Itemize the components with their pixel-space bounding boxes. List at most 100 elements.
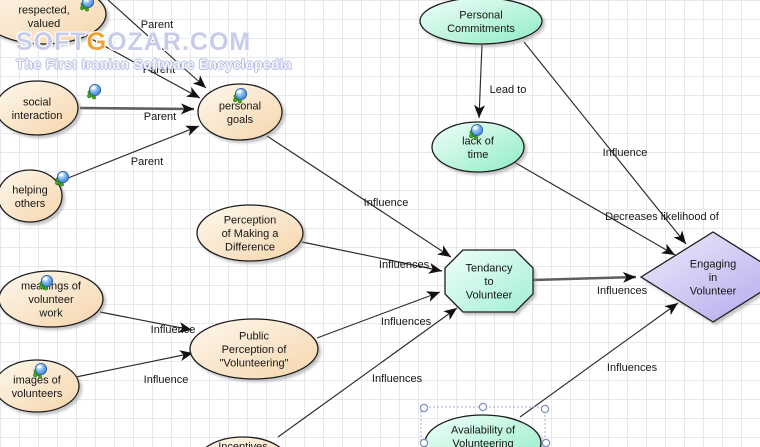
edge-influences-incentives[interactable]: [277, 307, 458, 438]
resource-link-icon[interactable]: [80, 0, 95, 12]
edge-parent-respected[interactable]: [74, 29, 201, 99]
personal-goals-shape[interactable]: [197, 83, 283, 141]
meanings-of-volunteer-work-label: volunteer: [28, 294, 74, 306]
edge-influences-perception[interactable]: [301, 241, 443, 274]
edges-layer: [57, 0, 687, 438]
edge-influence-images-label[interactable]: Influence: [144, 374, 189, 386]
edge-parent-top[interactable]: [107, 0, 207, 89]
edge-decreases-likelihood[interactable]: [513, 161, 676, 256]
engaging-in-volunteer-shape[interactable]: [639, 231, 760, 323]
tendancy-to-volunteer-label: Volunteer: [466, 290, 513, 302]
edge-influence-goals[interactable]: [266, 135, 452, 258]
lack-of-time-label: lack of: [462, 135, 495, 147]
meanings-of-volunteer-work-shape[interactable]: [0, 270, 104, 328]
selection-handle[interactable]: [541, 438, 551, 447]
respected-valued-label: respected,: [18, 4, 69, 16]
resource-link-icon[interactable]: [469, 123, 484, 140]
public-perception-of-volunteering-shape[interactable]: [189, 318, 319, 380]
meanings-of-volunteer-work-label: work: [38, 308, 63, 320]
personal-commitments-label: Personal: [459, 9, 502, 21]
edge-lead-to-label[interactable]: Lead to: [490, 84, 527, 96]
incentives-shape[interactable]: [197, 436, 289, 447]
meanings-of-volunteer-work-label: meanings of: [21, 281, 82, 293]
respected-valued-label: valued: [28, 18, 60, 30]
edge-influence-commitments-label[interactable]: Influence: [603, 147, 648, 159]
selection-handle[interactable]: [419, 438, 429, 447]
node-lack-of-time[interactable]: lack of time: [431, 121, 525, 173]
resource-link-icon[interactable]: [39, 274, 54, 291]
engaging-in-volunteer-label: in: [709, 272, 718, 284]
lack-of-time-label: time: [468, 149, 489, 161]
edge-influences-availability[interactable]: [519, 302, 679, 418]
node-helping-others[interactable]: helping others: [0, 169, 70, 223]
lack-of-time-shape[interactable]: [431, 121, 525, 173]
selection-handle[interactable]: [419, 403, 429, 413]
helping-others-label: others: [15, 198, 46, 210]
public-perception-of-volunteering-label: Perception of: [222, 344, 288, 356]
edge-influence-images[interactable]: [75, 350, 194, 378]
engaging-in-volunteer-label: Engaging: [690, 259, 737, 271]
edge-influences-tendancy[interactable]: [532, 271, 637, 283]
resource-link-icon[interactable]: [55, 170, 70, 187]
edge-influences-public[interactable]: [316, 291, 441, 339]
images-of-volunteers-shape[interactable]: [0, 359, 80, 413]
helping-others-label: helping: [12, 184, 47, 196]
social-interaction-shape[interactable]: [0, 80, 79, 136]
resource-link-icon[interactable]: [87, 83, 102, 100]
edge-parent-social-label[interactable]: Parent: [144, 111, 176, 123]
edge-parent-top-label[interactable]: Parent: [141, 19, 173, 31]
edge-influence-meanings[interactable]: [99, 311, 193, 333]
availability-of-volunteering-label: Volunteering: [452, 438, 513, 447]
edge-parent-helping[interactable]: [57, 125, 200, 183]
selection-handle[interactable]: [540, 404, 550, 414]
resource-link-icon[interactable]: [33, 362, 48, 379]
perception-of-making-a-difference-shape[interactable]: [196, 204, 304, 262]
edge-influence-meanings-label[interactable]: Influence: [151, 324, 196, 336]
perception-of-making-a-difference-label: Perception: [224, 215, 277, 227]
edge-parent-social[interactable]: [79, 103, 195, 115]
node-availability-of-volunteering[interactable]: Availability of Volunteering: [424, 414, 542, 447]
respected-valued-shape[interactable]: [0, 0, 107, 45]
node-personal-goals[interactable]: personal goals: [197, 83, 283, 141]
edge-influences-availability-label[interactable]: Influences: [607, 362, 658, 374]
personal-goals-label: personal: [219, 100, 261, 112]
personal-goals-label: goals: [227, 114, 254, 126]
public-perception-of-volunteering-label: "Volunteering": [220, 358, 289, 370]
edge-influences-tendancy-label[interactable]: Influences: [597, 285, 648, 297]
edge-decreases-likelihood-label[interactable]: Decreases likelihood of: [605, 211, 720, 223]
edge-influences-perception-label[interactable]: Influences: [379, 259, 430, 271]
node-incentives[interactable]: Incentives: [197, 436, 289, 447]
helping-others-shape[interactable]: [0, 169, 63, 223]
edge-parent-helping-label[interactable]: Parent: [131, 156, 163, 168]
tendancy-to-volunteer-shape[interactable]: [444, 249, 534, 313]
edge-influence-goals-label[interactable]: Influence: [364, 197, 409, 209]
incentives-label: Incentives: [218, 441, 268, 447]
edge-influences-incentives-label[interactable]: Influences: [372, 373, 423, 385]
edge-influences-public-label[interactable]: Influences: [381, 316, 432, 328]
images-of-volunteers-label: images of: [13, 374, 62, 386]
edge-parent-respected-label[interactable]: Parent: [143, 64, 175, 76]
tendancy-to-volunteer-label: Tendancy: [465, 263, 513, 275]
selection-handle[interactable]: [478, 402, 488, 412]
edge-lead-to[interactable]: [474, 43, 486, 119]
personal-commitments-shape[interactable]: [419, 0, 543, 45]
tendancy-to-volunteer-label: to: [484, 276, 493, 288]
perception-of-making-a-difference-label: of Making a: [222, 228, 280, 240]
availability-of-volunteering-label: Availability of: [451, 424, 516, 436]
perception-of-making-a-difference-label: Difference: [225, 242, 275, 254]
node-respected-valued[interactable]: respected, valued: [0, 0, 107, 45]
resource-link-icon[interactable]: [233, 87, 248, 104]
edge-influence-commitments[interactable]: [523, 41, 687, 245]
